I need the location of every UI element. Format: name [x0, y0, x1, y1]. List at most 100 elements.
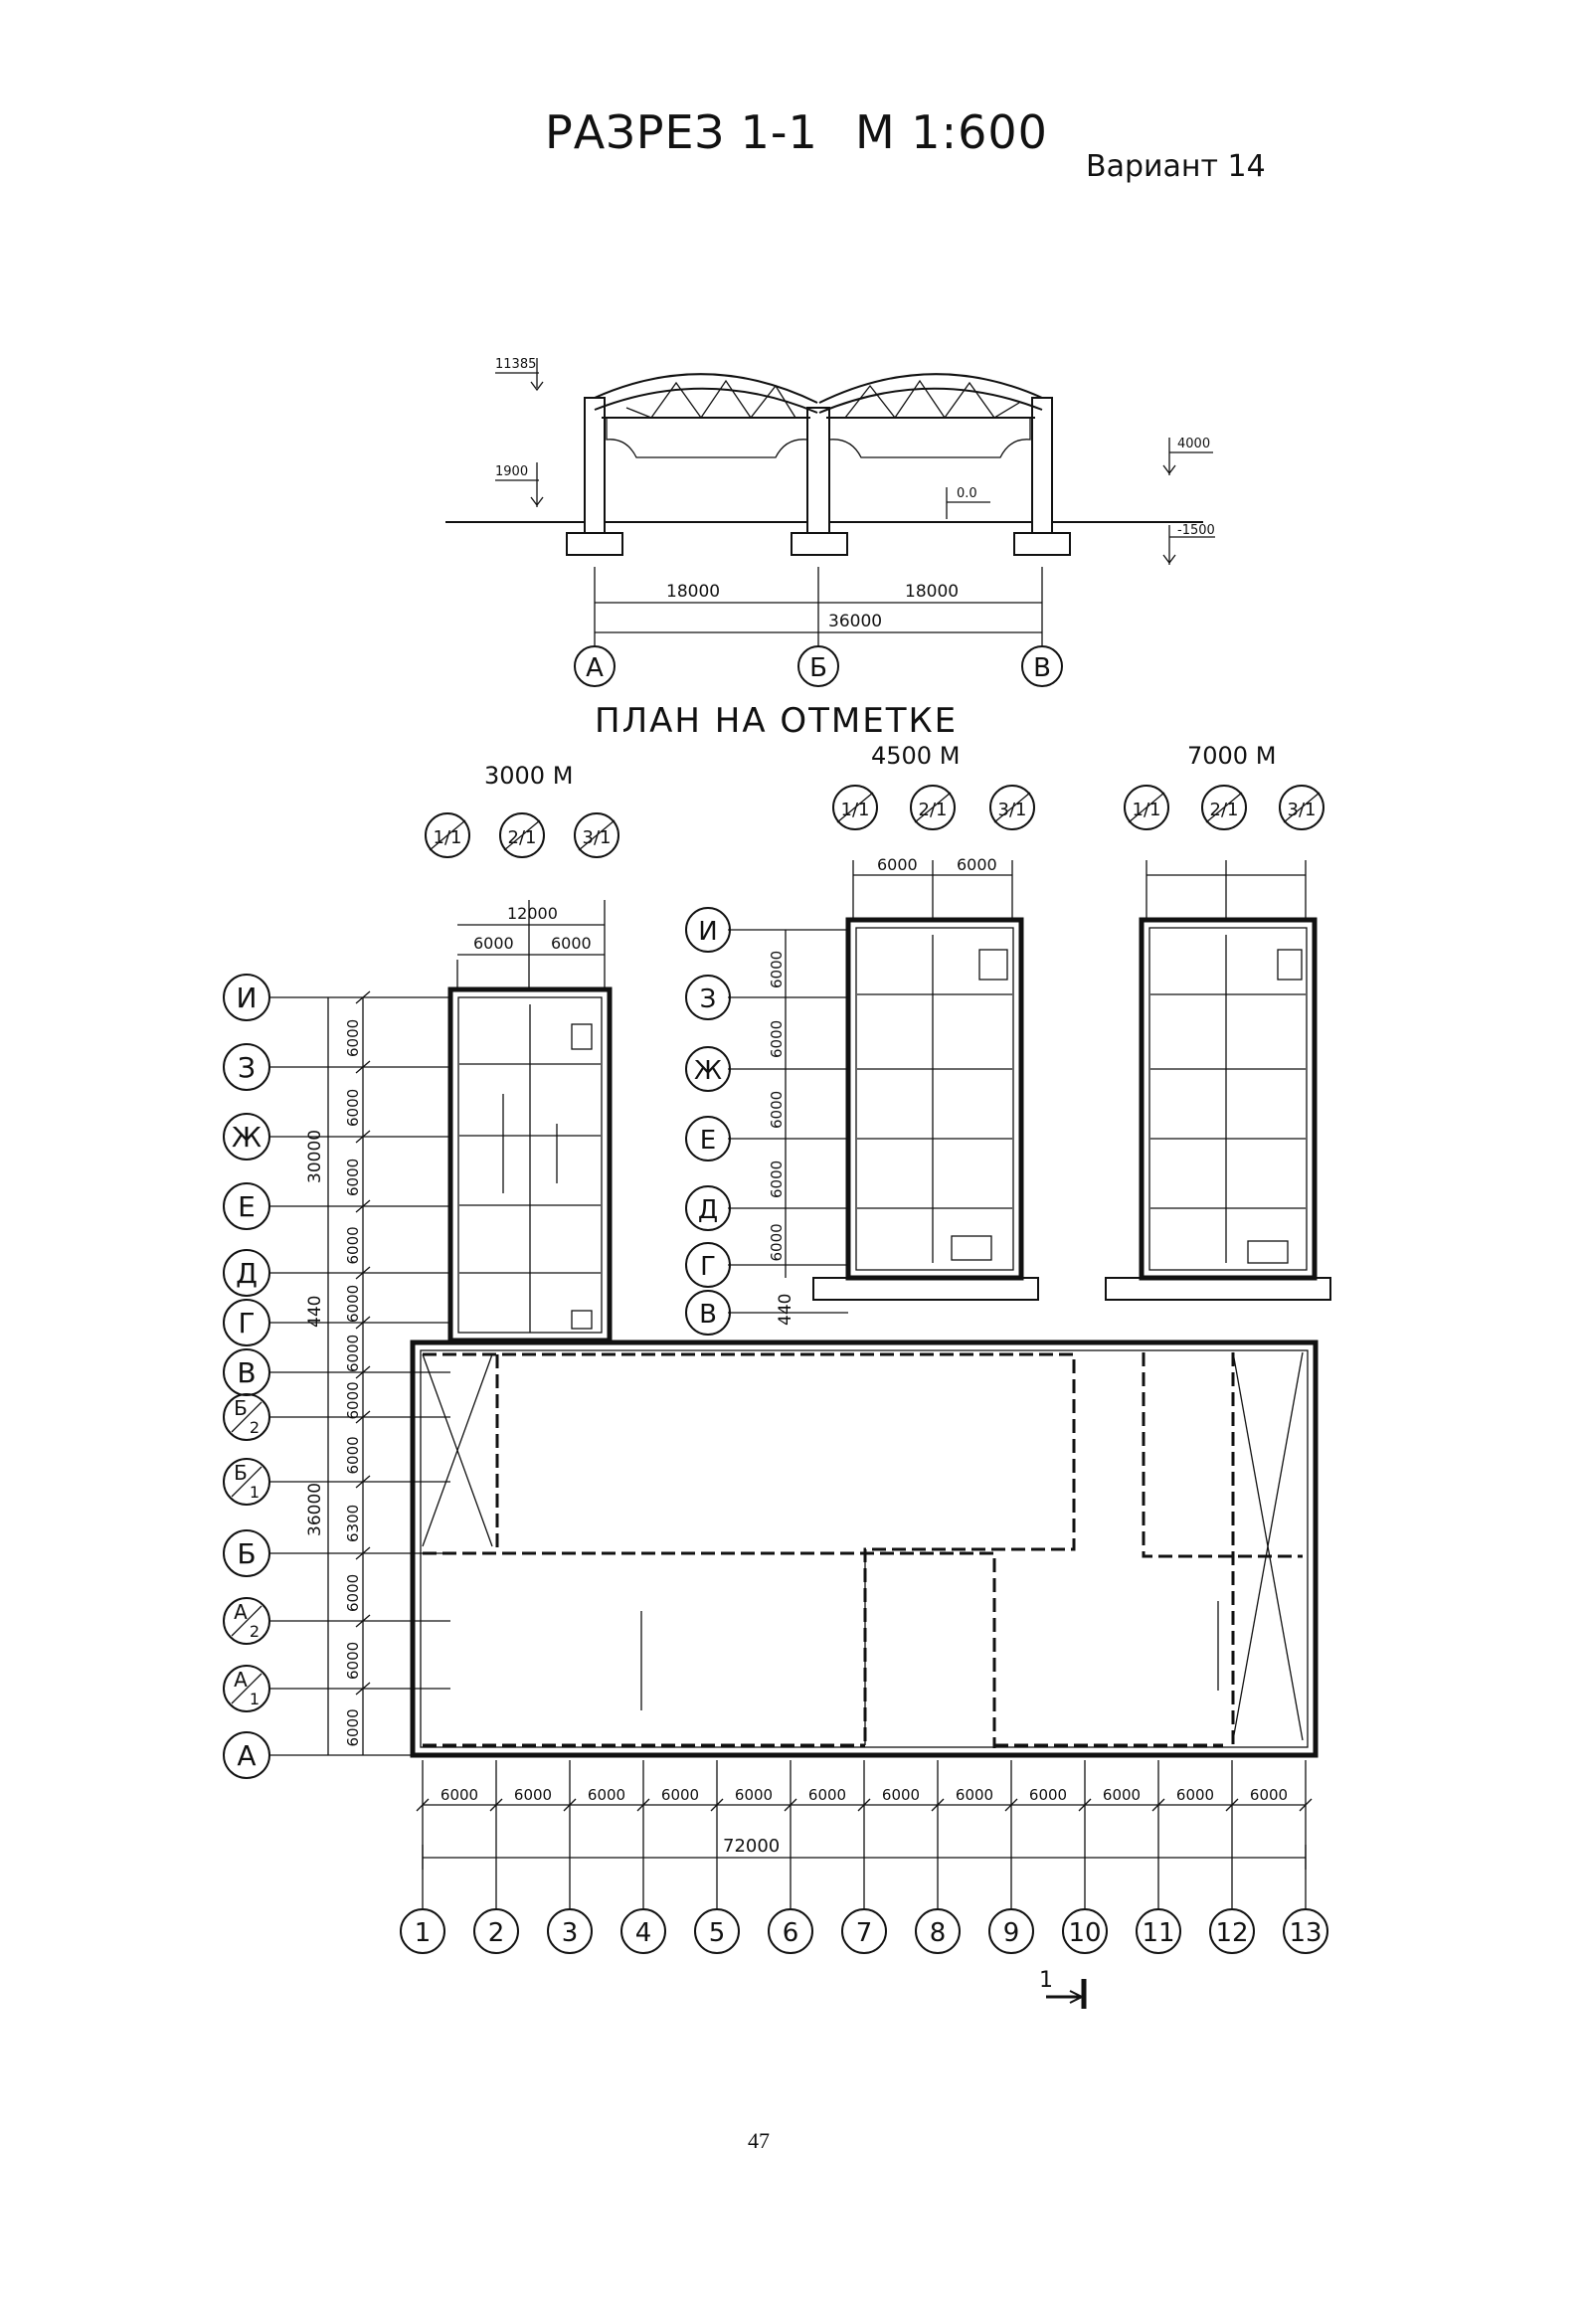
number-axis-bubble-12 [1283, 1908, 1328, 1954]
axis-fraction-slash [231, 1605, 263, 1637]
row-tick [355, 1546, 371, 1560]
row-tick [355, 1316, 371, 1330]
number-axis-6: 7 [856, 1918, 873, 1948]
col-dim-4: 6000 [735, 1786, 773, 1804]
wing2-axis-letter-1: З [700, 984, 717, 1014]
axis-bubble-5 [223, 1299, 270, 1346]
number-axis-bubble-1 [473, 1908, 519, 1954]
page-number: 47 [748, 2128, 770, 2153]
wing1-axes: 1/1 2/1 3/1 [425, 812, 619, 858]
cut-mark-label: 1 [1039, 1968, 1053, 1993]
total-dim: 36000 [828, 612, 882, 631]
col-dim-11: 6000 [1250, 1786, 1288, 1804]
wing3-axis-2: 2/1 [1210, 800, 1239, 820]
row-dim-10: 6000 [344, 1642, 362, 1680]
variant-label: Вариант 14 [1086, 149, 1266, 184]
number-axis-bubble-5 [768, 1908, 813, 1954]
row-tick [355, 1365, 371, 1379]
level-marks: 11385 1900 4000 0.0 -1500 [495, 357, 1215, 565]
wing2-axis-2: 2/1 [919, 800, 948, 820]
col-tick [1078, 1798, 1092, 1812]
number-axis-11: 12 [1215, 1918, 1248, 1948]
row-dim-8: 6300 [344, 1505, 362, 1542]
cut-mark: 1 [1039, 1968, 1087, 2009]
axis-sub-7: 2 [250, 1418, 260, 1437]
level-minus-1500: -1500 [1177, 523, 1215, 538]
axis-bubble-2 [223, 1113, 270, 1161]
axis-letter-6: В [237, 1356, 256, 1389]
col-tick [784, 1798, 797, 1812]
axis-letter-8: Б [234, 1461, 248, 1485]
wing3-axis-1: 1/1 [1133, 800, 1161, 820]
axis-bubble-4 [223, 1249, 270, 1297]
col-dim-2: 6000 [588, 1786, 625, 1804]
col-tick [416, 1798, 430, 1812]
row-dim-5: 6000 [344, 1335, 362, 1372]
axis-letter-3: Е [238, 1190, 256, 1223]
col-tick [1004, 1798, 1018, 1812]
axis-bubble-0 [223, 974, 270, 1021]
axis-letter-2: Ж [232, 1121, 262, 1154]
wing3-axis-3: 3/1 [1288, 800, 1317, 820]
row-tick [355, 1130, 371, 1144]
wing1-axis-3: 3/1 [583, 827, 612, 848]
wing2-axis-3: 3/1 [998, 800, 1027, 820]
axis-A: А [586, 653, 604, 683]
wing2-axis-letter-4: Д [698, 1195, 718, 1225]
axis-bubble-8 [223, 1458, 270, 1506]
number-axis-1: 2 [488, 1918, 505, 1948]
sublevel-label-3: 7000 М [1187, 742, 1277, 770]
number-axis-4: 5 [709, 1918, 726, 1948]
axis-sub-10: 2 [250, 1622, 260, 1641]
span-dim-1: 18000 [666, 582, 720, 602]
col-tick [1225, 1798, 1239, 1812]
wing-2-plan: 6000 6000 [812, 855, 1039, 1301]
wing1-axis-1: 1/1 [434, 827, 462, 848]
wing2-row-dim-1: 6000 [768, 1020, 786, 1058]
axis-fraction-slash [231, 1673, 263, 1704]
col-dim-8: 6000 [1029, 1786, 1067, 1804]
wing2-span-2: 6000 [957, 855, 997, 874]
col-dim-0: 6000 [441, 1786, 478, 1804]
axis-sub-11: 1 [250, 1690, 260, 1708]
wing1-span-total: 12000 [507, 904, 558, 923]
level-1900: 1900 [495, 464, 528, 479]
row-tick [355, 1199, 371, 1213]
number-axis-bubble-11 [1209, 1908, 1255, 1954]
number-axis-bubble-7 [915, 1908, 961, 1954]
row-dim-2: 6000 [344, 1159, 362, 1196]
wing-1-plan: 12000 6000 6000 [447, 900, 613, 1343]
row-dim-9: 6000 [344, 1574, 362, 1612]
axis-bubble-12 [223, 1731, 270, 1779]
axis-letter-9: Б [237, 1537, 256, 1570]
wing2-axis-bubble-1 [685, 975, 731, 1020]
number-axis-5: 6 [783, 1918, 799, 1948]
wing2-axis-bubble-4 [685, 1185, 731, 1231]
left-dimensions: 6000600060006000600060006000600063006000… [327, 990, 371, 1755]
row-dim-6: 6000 [344, 1381, 362, 1419]
col-dim-10: 6000 [1176, 1786, 1214, 1804]
row-tick [355, 1266, 371, 1280]
main-total-dim: 36000 [305, 1483, 325, 1536]
col-dim-5: 6000 [808, 1786, 846, 1804]
axis-letter-4: Д [236, 1257, 258, 1290]
plan-title: ПЛАН НА ОТМЕТКЕ [595, 701, 959, 741]
row-tick [355, 1410, 371, 1424]
col-dim-6: 6000 [882, 1786, 920, 1804]
section-trusses [594, 373, 1043, 458]
wing1-span-2: 6000 [551, 934, 592, 953]
wing2-row-dim-0: 6000 [768, 951, 786, 988]
row-dim-1: 6000 [344, 1089, 362, 1127]
wing2-row-dim-3: 6000 [768, 1161, 786, 1198]
wing2-axis-letter-5: Г [700, 1252, 716, 1282]
col-dim-3: 6000 [661, 1786, 699, 1804]
wing2-axis-letter-6: В [699, 1300, 717, 1330]
row-dim-4: 6000 [344, 1285, 362, 1323]
axis-fraction-slash [231, 1401, 263, 1433]
section-dimensions: 18000 18000 36000 [594, 567, 1043, 646]
row-tick [355, 1060, 371, 1074]
number-axis-0: 1 [415, 1918, 432, 1948]
sublevel-label-1: 3000 М [484, 762, 574, 790]
row-dim-0: 6000 [344, 1019, 362, 1057]
